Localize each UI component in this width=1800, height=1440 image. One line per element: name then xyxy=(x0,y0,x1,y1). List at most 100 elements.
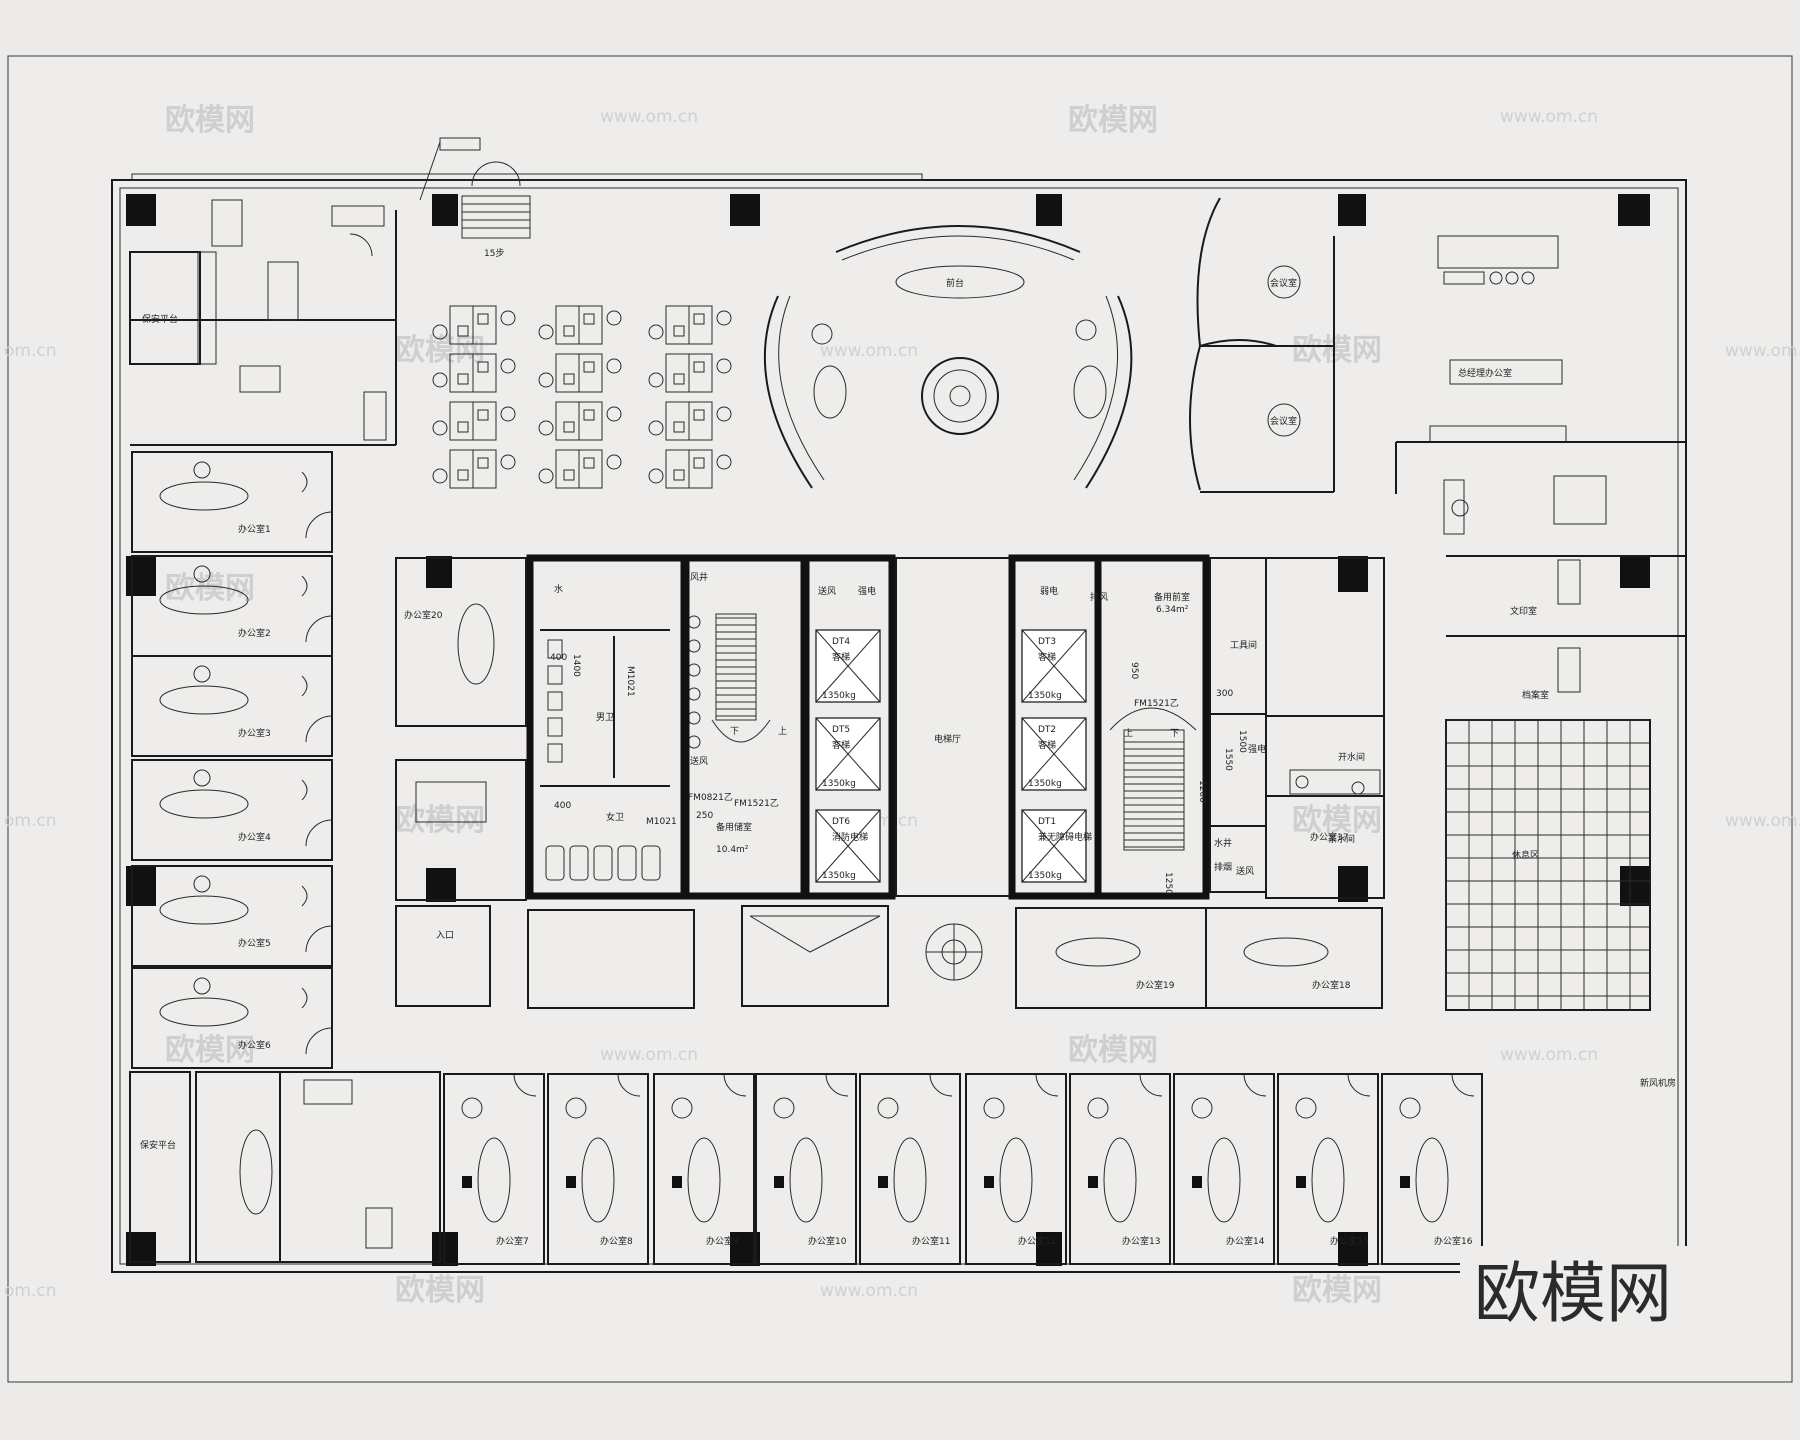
shaft-label: 水井 xyxy=(1214,837,1232,849)
reception-area: 前台 xyxy=(763,225,1133,489)
door-swing-icon xyxy=(1243,1073,1267,1097)
dim-label: 1250 xyxy=(1163,872,1173,895)
elevator-id: DT4 xyxy=(832,637,850,647)
reserved-label-2: 备用 xyxy=(1154,591,1172,603)
chair-icon xyxy=(648,420,664,436)
office-room xyxy=(443,1073,545,1265)
shaft-label: 送风 xyxy=(690,755,708,767)
chair-icon xyxy=(648,468,664,484)
shaft-label: 风井 xyxy=(690,571,708,583)
monitor-icon xyxy=(673,421,685,433)
armchair-icon xyxy=(301,575,308,597)
monitor-icon xyxy=(457,325,469,337)
office-room xyxy=(547,1073,649,1265)
desk-icon xyxy=(1415,1137,1449,1223)
monitor-icon xyxy=(457,373,469,385)
spiral-feature xyxy=(925,923,983,981)
inner-right-offices: 办公室19 办公室18 办公室20 办公室17 xyxy=(404,609,1383,1009)
toilet-icon xyxy=(545,845,565,881)
watermark: 欧模网 xyxy=(165,103,255,138)
chair-icon xyxy=(716,358,732,374)
tea-label: 茶水间 xyxy=(1328,833,1355,845)
monitor-icon xyxy=(477,457,489,469)
room-label: 新风机房 xyxy=(1640,1077,1676,1089)
elevator-type: 客梯 xyxy=(832,651,850,663)
chair-icon xyxy=(193,461,211,479)
pantry-label: 开水间 xyxy=(1338,751,1365,763)
chair-icon xyxy=(1088,1176,1098,1188)
archive-label: 档案室 xyxy=(1522,689,1549,701)
office-room xyxy=(131,759,333,861)
chair-icon xyxy=(1191,1097,1213,1119)
monitor-icon xyxy=(693,361,705,373)
shaft-label: 送风 xyxy=(818,585,836,597)
door-swing-icon xyxy=(513,1073,537,1097)
desk-icon xyxy=(1207,1137,1241,1223)
office-room xyxy=(131,451,333,553)
chair-icon xyxy=(565,1097,587,1119)
watermark-url: om.cn xyxy=(4,811,57,831)
urinal-icon xyxy=(547,691,563,711)
door-label: FM1521乙 xyxy=(734,798,779,809)
meeting-label: 会议室 xyxy=(1270,415,1297,427)
door-swing-icon xyxy=(305,1027,333,1055)
office-label: 办公室12 xyxy=(1018,1235,1056,1247)
elevator-id: DT3 xyxy=(1038,637,1056,647)
dim-label: 1200 xyxy=(1197,780,1207,803)
urinal-icon xyxy=(547,639,563,659)
stair-up: 上 xyxy=(778,726,787,737)
chair-icon xyxy=(878,1176,888,1188)
security-label: 保安平台 xyxy=(140,1139,176,1151)
chair-icon xyxy=(500,406,516,422)
armchair-icon xyxy=(301,471,308,493)
urinal-icon xyxy=(547,665,563,685)
toilet-icon xyxy=(569,845,589,881)
monitor-icon xyxy=(583,361,595,373)
desk-icon xyxy=(159,789,249,819)
toilet-icon xyxy=(617,845,637,881)
elevator-id: DT6 xyxy=(832,817,850,827)
office-label: 办公室7 xyxy=(496,1235,529,1247)
office-label: 办公室19 xyxy=(1136,979,1175,991)
shaft-label: 送风 xyxy=(1236,865,1254,877)
monitor-icon xyxy=(693,313,705,325)
monitor-icon xyxy=(673,469,685,481)
office-label: 办公室9 xyxy=(706,1235,739,1247)
entrance-stair: 15步 xyxy=(419,137,531,259)
office-label: 办公室11 xyxy=(912,1235,950,1247)
desk-icon xyxy=(159,585,249,615)
watermark: 欧模网 xyxy=(1068,1033,1158,1068)
shaft-label: 排烟 xyxy=(1214,861,1232,873)
office-room xyxy=(1173,1073,1275,1265)
monitor-icon xyxy=(583,457,595,469)
chair-icon xyxy=(606,310,622,326)
desk-icon xyxy=(581,1137,615,1223)
elevator-type: 消防电梯 xyxy=(832,831,868,843)
desk-icon xyxy=(1311,1137,1345,1223)
dim-label: 1500 xyxy=(1237,730,1247,753)
misc-labels: 送风 强电 弱电 送风 风井 排风 水井 前室 1400 1200 FM0821… xyxy=(571,571,1676,1089)
armchair-icon xyxy=(301,675,308,697)
toilet-label: 男卫 xyxy=(596,712,614,723)
office-label: 办公室13 xyxy=(1122,1235,1160,1247)
chair-icon xyxy=(671,1097,693,1119)
watermark: 欧模网 xyxy=(1292,333,1382,368)
chair-icon xyxy=(716,406,732,422)
elevator-type: 兼无障碍电梯 xyxy=(1038,831,1092,843)
office-room xyxy=(131,865,333,967)
shaft-label: 强电 xyxy=(858,585,876,597)
dim-label: 300 xyxy=(1216,689,1233,699)
shaft-label: 弱电 xyxy=(1040,585,1058,597)
chair-icon xyxy=(983,1097,1005,1119)
pantry-room: 开水间 茶水间 xyxy=(1265,557,1385,899)
toilet-icon xyxy=(593,845,613,881)
watermark: 欧模网 xyxy=(395,1273,485,1308)
dim-label: 950 xyxy=(1129,662,1139,679)
office-label: 办公室4 xyxy=(238,831,271,843)
office-reception-label: 总经理办公室 xyxy=(1458,367,1512,379)
inner-left-rooms: 入口 xyxy=(395,557,889,1009)
monitor-icon xyxy=(457,469,469,481)
